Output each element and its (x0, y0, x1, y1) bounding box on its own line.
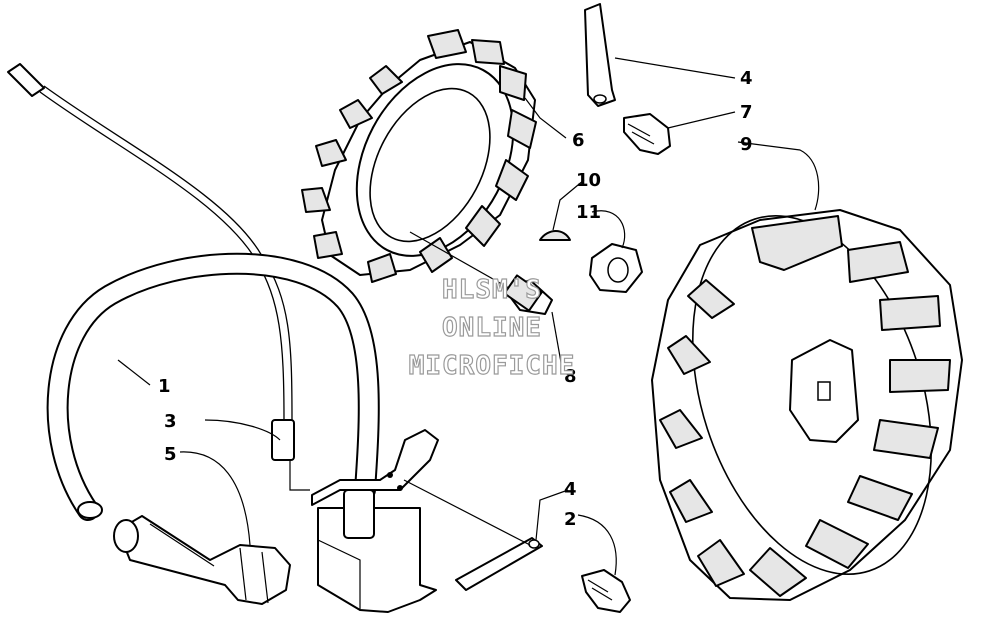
flywheel (651, 209, 963, 601)
bolt (623, 113, 671, 155)
bolt-bottom (581, 569, 631, 613)
leader-lines (117, 57, 820, 576)
callout-4-bottom: 4 (564, 479, 577, 500)
retainer-strap-bottom (455, 537, 543, 591)
ignition-coil (311, 429, 439, 613)
callout-3: 3 (164, 411, 177, 432)
screw (409, 231, 553, 315)
wire-lead (7, 63, 295, 461)
high-tension-lead (46, 252, 380, 521)
stator-plate (301, 29, 537, 283)
callout-2: 2 (564, 509, 577, 530)
watermark-line-2: ONLINE (442, 313, 542, 343)
callout-7: 7 (740, 102, 753, 123)
woodruff-key (539, 230, 571, 241)
watermark-line-1: HLSM'S (442, 275, 542, 305)
watermark-line-3: MICROFICHE (409, 351, 576, 381)
callout-11: 11 (576, 202, 601, 223)
callout-9: 9 (740, 134, 753, 155)
callout-6: 6 (572, 130, 585, 151)
flange-nut (589, 243, 643, 293)
callout-1: 1 (158, 376, 171, 397)
callout-5: 5 (164, 444, 177, 465)
callout-8: 8 (564, 366, 577, 387)
retainer-strap-top (584, 3, 616, 107)
callout-4-top: 4 (740, 68, 753, 89)
callout-10: 10 (576, 170, 601, 191)
spark-plug-cap (113, 515, 291, 605)
